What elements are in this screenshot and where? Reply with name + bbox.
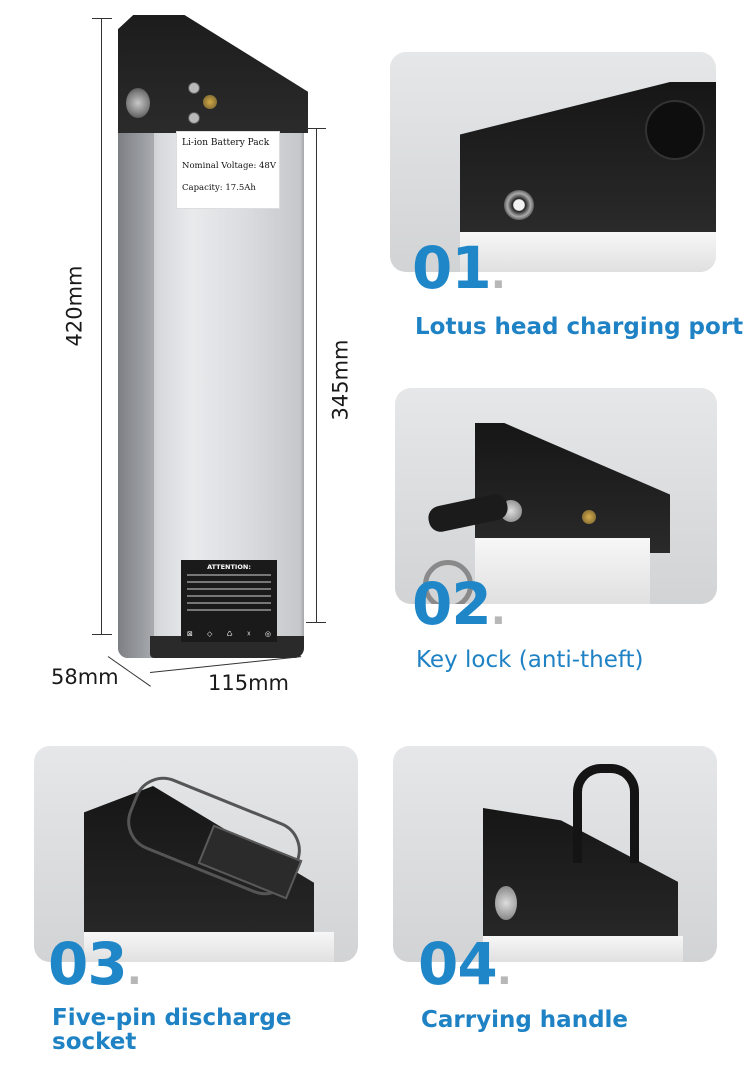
- carrying-handle-icon: [573, 764, 639, 863]
- battery-body-photo: [84, 932, 334, 962]
- lotus-charging-port-icon: [504, 190, 534, 220]
- feature-panel-discharge-socket: [34, 746, 358, 962]
- warning-icon: ☓: [246, 630, 251, 638]
- dim-tick: [92, 18, 112, 19]
- dim-tick: [92, 634, 112, 635]
- label-voltage: Nominal Voltage: 48V: [182, 161, 276, 171]
- key-ring-icon: [423, 560, 473, 604]
- width-label: 115mm: [208, 671, 289, 695]
- battery-label-card: Li-ion Battery Pack Nominal Voltage: 48V…: [176, 131, 280, 209]
- height-total-label: 420mm: [62, 265, 87, 347]
- battery-body-photo: [483, 936, 683, 962]
- recycle-icon: ♺: [226, 630, 233, 638]
- battery-side-edge: [118, 128, 154, 658]
- battery-top-cap: [118, 15, 308, 133]
- feature-caption-01: Lotus head charging port: [415, 314, 744, 340]
- screw-icon: [188, 82, 200, 94]
- feature-panel-key-lock: [395, 388, 717, 604]
- key-lock-icon: [495, 886, 517, 920]
- battery-body-photo: [460, 232, 716, 272]
- key-lock-icon: [126, 88, 150, 118]
- feature-caption-04: Carrying handle: [421, 1007, 629, 1033]
- battery-body-photo: [475, 538, 650, 604]
- feature-number-02: 02.: [412, 570, 506, 638]
- feature-panel-carrying-handle: [393, 746, 717, 962]
- label-capacity: Capacity: 17.5Ah: [182, 183, 256, 193]
- feature-number-01: 01.: [412, 234, 506, 302]
- feature-caption-03-line2: socket: [52, 1029, 137, 1056]
- attention-sticker: ATTENTION: ⊠ ◇ ♺ ☓ ◎: [181, 560, 277, 642]
- dim-tick: [306, 622, 326, 623]
- height-body-label: 345mm: [328, 339, 353, 421]
- dim-tick: [306, 128, 326, 129]
- feature-caption-03-line1: Five-pin discharge: [52, 1005, 292, 1031]
- attention-text-lines: [187, 574, 271, 616]
- screw-icon: [188, 112, 200, 124]
- feature-caption-03: Five-pin discharge socket: [52, 1006, 291, 1054]
- attention-icons: ⊠ ◇ ♺ ☓ ◎: [187, 630, 271, 638]
- feature-panel-charging-port: [390, 52, 716, 272]
- label-title: Li-ion Battery Pack: [182, 138, 270, 148]
- attention-title: ATTENTION:: [207, 563, 251, 571]
- charging-port-icon: [203, 95, 217, 109]
- height-total-dim-line: [101, 18, 102, 634]
- height-body-dim-line: [316, 128, 317, 622]
- lock-cover-icon: [645, 100, 705, 160]
- charging-port-icon: [582, 510, 596, 524]
- feature-number-03: 03.: [48, 930, 142, 998]
- depth-label: 58mm: [51, 665, 119, 689]
- battery-cap-photo: [475, 423, 670, 553]
- feature-caption-02: Key lock (anti-theft): [416, 647, 644, 673]
- feature-number-04: 04.: [418, 930, 512, 998]
- warning-icon: ⊠: [187, 630, 193, 638]
- warning-icon: ◎: [264, 630, 271, 638]
- warning-icon: ◇: [207, 630, 213, 638]
